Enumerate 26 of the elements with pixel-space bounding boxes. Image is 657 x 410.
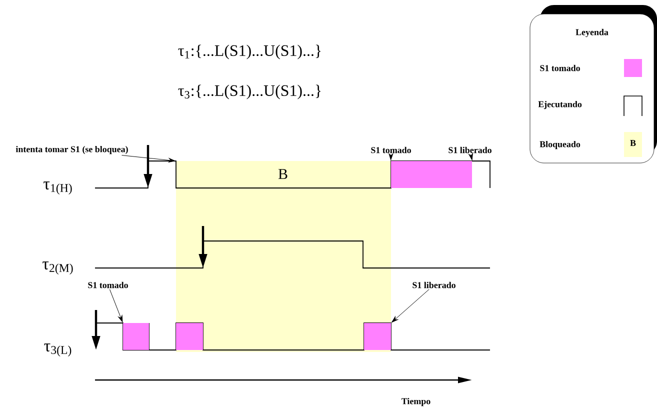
annotation-text: S1 tomado bbox=[88, 282, 128, 288]
annotation-text: intenta tomar S1 (se bloquea) bbox=[16, 146, 128, 154]
task-label: τ$_{3(L)}$ bbox=[44, 344, 72, 356]
leader-line bbox=[468, 153, 473, 160]
formula-text: τ$_{1}$:{...L(S1)...U(S1)...} bbox=[178, 44, 321, 60]
resource-block bbox=[176, 323, 203, 350]
task-label: τ$_{1(H)}$ bbox=[44, 182, 72, 194]
leader-line bbox=[392, 289, 430, 322]
leader-line bbox=[122, 155, 176, 162]
block-letter: B bbox=[278, 169, 288, 179]
resource-block bbox=[123, 323, 149, 350]
annotation-text: S1 liberado bbox=[412, 282, 456, 288]
leader-line bbox=[109, 289, 123, 322]
swatch-letter: B bbox=[630, 140, 636, 146]
annotation-text: S1 tomado bbox=[371, 146, 411, 154]
resource-block bbox=[364, 323, 391, 350]
axis-label: Tiempo bbox=[402, 398, 430, 406]
formula-text: τ$_{3}$:{...L(S1)...U(S1)...} bbox=[178, 84, 321, 100]
leader-line bbox=[388, 153, 394, 160]
resource-block bbox=[391, 161, 472, 188]
legend-title: Leyenda bbox=[576, 28, 608, 38]
annotation-text: S1 liberado bbox=[448, 146, 492, 154]
legend-text: Bloqueado bbox=[540, 140, 580, 150]
legend-text: Ejecutando bbox=[538, 100, 582, 110]
legend-text: S1 tomado bbox=[540, 64, 580, 72]
task-label: τ$_{2(M)}$ bbox=[42, 262, 73, 274]
